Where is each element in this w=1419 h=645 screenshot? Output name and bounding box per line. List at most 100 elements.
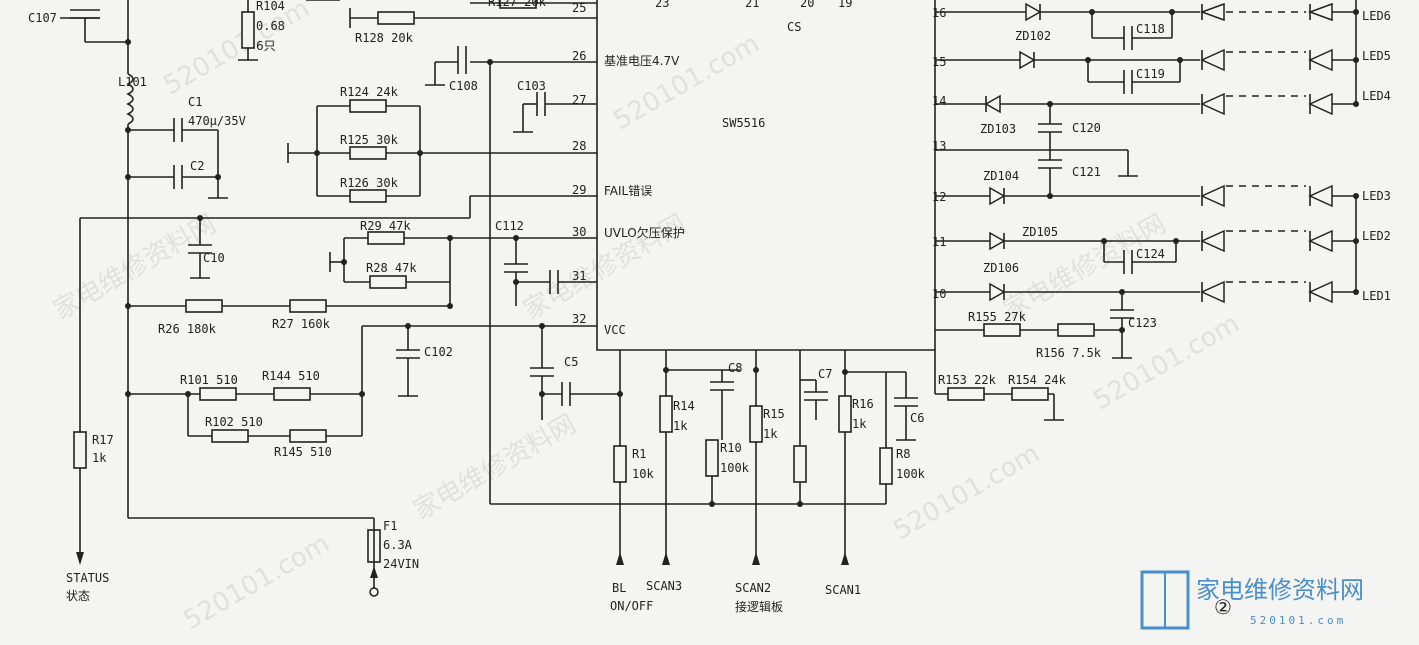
resistor-r26 (185, 299, 223, 313)
ic-pin-28: 28 (572, 139, 586, 153)
label-r1: R1 (632, 447, 646, 461)
label-c6: C6 (910, 411, 924, 425)
label-c124: C124 (1136, 247, 1165, 261)
label-f1: F1 (383, 519, 397, 533)
label-r10: R10 (720, 441, 742, 455)
resistor-r29 (367, 231, 405, 245)
label-scan2-cn: 接逻辑板 (735, 599, 783, 614)
watermark-url: 520101.com (889, 439, 1045, 547)
resistor-r-unlabeled (793, 445, 807, 483)
supply-section: C107 L101 R104 0.68 6只 C1 470μ/35V C2 (28, 0, 453, 603)
resistor-r10 (705, 439, 719, 477)
led-section: C118 ZD102 C119 ZD103 C120 C121 (935, 0, 1391, 360)
ic-cs-label: CS (787, 20, 801, 34)
ic-pin-13: 13 (932, 139, 946, 153)
ic-pin-30: 30 (572, 225, 586, 239)
label-r15: R15 (763, 407, 785, 421)
label-r104: R104 (256, 0, 285, 13)
label-r17-val: 1k (92, 451, 107, 465)
label-c1: C1 (188, 95, 202, 109)
resistor-r102 (211, 429, 249, 443)
led-diode (1308, 92, 1333, 116)
label-r1-val: 10k (632, 467, 654, 481)
led-diode (1308, 229, 1333, 253)
led-diode (1308, 184, 1333, 208)
label-r125: R125 30k (340, 133, 399, 147)
label-zd105: ZD105 (1022, 225, 1058, 239)
resistor-r154 (1011, 387, 1049, 401)
zener-diode (989, 282, 1006, 302)
label-r128: R128 20k (355, 31, 414, 45)
label-c2: C2 (190, 159, 204, 173)
label-led4: LED4 (1362, 89, 1391, 103)
label-led5: LED5 (1362, 49, 1391, 63)
ic-pin-31: 31 (572, 269, 586, 283)
label-zd103: ZD103 (980, 122, 1016, 136)
label-r8: R8 (896, 447, 910, 461)
ic-pin-32-label: VCC (604, 323, 626, 337)
resistor-r1 (613, 445, 627, 483)
resistor-r144 (273, 387, 311, 401)
label-zd106: ZD106 (983, 261, 1019, 275)
ic-name: SW5516 (722, 116, 765, 130)
ic-sw5516: SW5516 23 21 20 19 CS 25 26 基准电压4.7V 27 … (572, 0, 946, 351)
resistor-r28 (369, 275, 407, 289)
label-scan2: SCAN2 (735, 581, 771, 595)
label-led3: LED3 (1362, 189, 1391, 203)
label-r8-val: 100k (896, 467, 926, 481)
label-c107: C107 (28, 11, 57, 25)
label-f1-vin: 24VIN (383, 557, 419, 571)
led-diode (1200, 48, 1225, 72)
led-diode (1307, 2, 1333, 22)
watermark-url: 520101.com (1089, 309, 1245, 417)
logo-url: 520101.com (1250, 614, 1346, 627)
ic-pin-26: 26 (572, 49, 586, 63)
label-scan3: SCAN3 (646, 579, 682, 593)
label-led1: LED1 (1362, 289, 1391, 303)
resistor-r156 (1057, 323, 1095, 337)
label-c8: C8 (728, 361, 742, 375)
label-r14: R14 (673, 399, 695, 413)
label-f1-val: 6.3A (383, 538, 413, 552)
ic-top-pin: 23 (655, 0, 669, 10)
resistor-r126 (349, 189, 387, 203)
label-status: STATUS (66, 571, 109, 585)
label-c10: C10 (203, 251, 225, 265)
label-r153: R153 22k (938, 373, 997, 387)
label-scan1: SCAN1 (825, 583, 861, 597)
label-bl: BL (612, 581, 626, 595)
label-r126: R126 30k (340, 176, 399, 190)
resistor-r15 (749, 405, 763, 443)
bottom-section: R1 10k R14 1k C8 R10 100k R15 1k (490, 350, 1067, 614)
ic-pin-10: 10 (932, 287, 946, 301)
label-status-cn: 状态 (66, 589, 90, 603)
led-diode (1200, 229, 1225, 253)
label-r102: R102 510 (205, 415, 263, 429)
ic-pin-30-label: UVLO欠压保护 (604, 225, 685, 240)
label-r101: R101 510 (180, 373, 238, 387)
label-c120: C120 (1072, 121, 1101, 135)
label-c1-val: 470μ/35V (188, 114, 246, 128)
label-zd104: ZD104 (983, 169, 1019, 183)
label-c123: C123 (1128, 316, 1157, 330)
ic-pin-25: 25 (572, 1, 586, 15)
zener-diode (1019, 50, 1036, 70)
resistor-r101 (199, 387, 237, 401)
ic-top-pin: 19 (838, 0, 852, 10)
ic-pin-14: 14 (932, 94, 946, 108)
left-pin-wires: R128 20k R127 20k C108 C103 R124 24k R12… (73, 0, 623, 565)
led-diode (1199, 2, 1225, 22)
ic-pin-15: 15 (932, 55, 946, 69)
ic-body (596, 0, 936, 351)
watermark-url: 520101.com (179, 529, 335, 637)
label-r145: R145 510 (274, 445, 332, 459)
label-c121: C121 (1072, 165, 1101, 179)
label-c108: C108 (449, 79, 478, 93)
label-r15-val: 1k (763, 427, 778, 441)
led-diode (1200, 184, 1225, 208)
label-r16: R16 (852, 397, 874, 411)
label-r155: R155 27k (968, 310, 1027, 324)
resistor-r153 (947, 387, 985, 401)
label-r29: R29 47k (360, 219, 411, 233)
label-r144: R144 510 (262, 369, 320, 383)
